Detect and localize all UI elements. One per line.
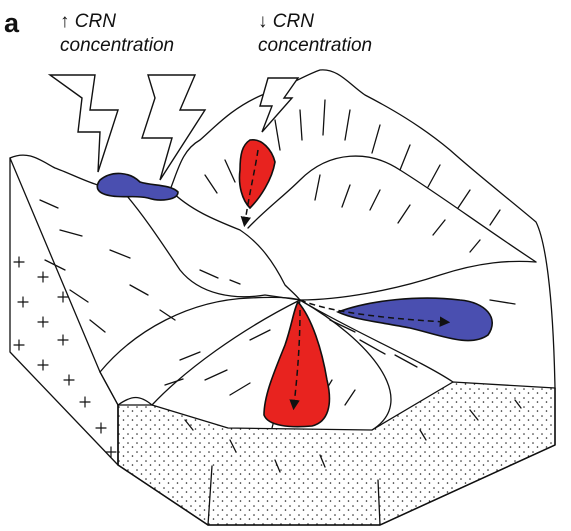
sediment-block-face — [118, 382, 555, 525]
lightning-bolt-icon — [50, 75, 118, 172]
lightning-bolt-icon — [260, 78, 298, 132]
lightning-bolt-icon — [142, 75, 205, 180]
high-crn-patch-valley — [338, 298, 492, 340]
bedrock-block-face — [10, 158, 118, 465]
high-crn-patch-summit — [97, 173, 178, 200]
low-crn-patch-valley — [264, 302, 329, 427]
